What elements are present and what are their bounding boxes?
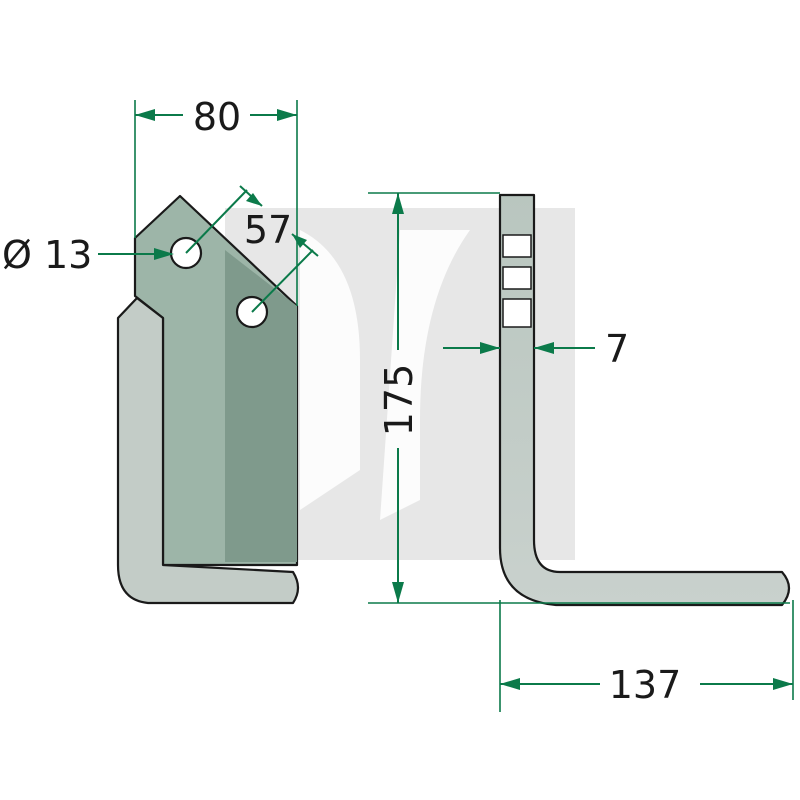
width-label: 80 xyxy=(193,95,241,139)
height-label: 175 xyxy=(377,364,421,437)
side-slot-2 xyxy=(502,266,532,290)
dimension-reach: 137 xyxy=(499,600,794,712)
side-slot-3 xyxy=(502,298,532,328)
thickness-label: 7 xyxy=(605,327,629,371)
dimension-hole-diameter: Ø 13 xyxy=(2,233,174,277)
side-slot-1 xyxy=(502,234,532,258)
blade-foot xyxy=(116,296,300,605)
dimension-width: 80 xyxy=(134,95,298,306)
side-view-blade xyxy=(498,193,791,607)
hole-spacing-label: 57 xyxy=(244,208,292,252)
reach-label: 137 xyxy=(609,663,682,707)
front-view-blade xyxy=(116,194,300,605)
hole-diameter-label: Ø 13 xyxy=(2,233,92,277)
blade-shadow xyxy=(225,250,297,562)
dimension-thickness: 7 xyxy=(443,327,629,371)
dimension-hole-spacing: 57 xyxy=(185,185,319,313)
dimension-height: 175 xyxy=(368,192,790,604)
